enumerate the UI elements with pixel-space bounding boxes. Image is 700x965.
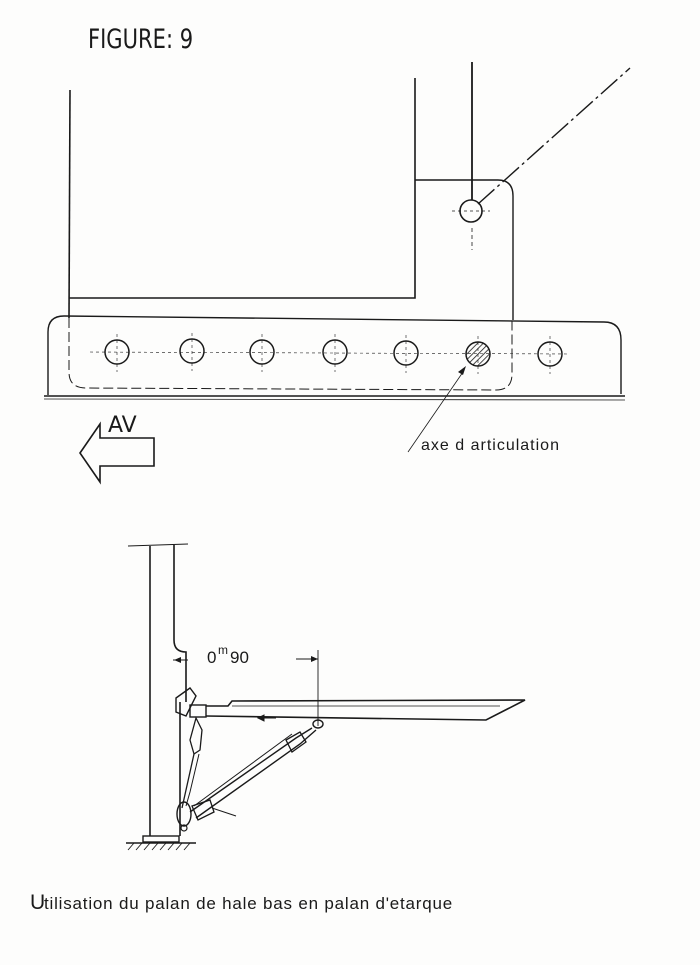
boom-swing-line <box>477 67 631 205</box>
pivot-label: axe d articulation <box>421 437 560 454</box>
rail-holes <box>104 338 563 367</box>
vang-line-3 <box>193 733 293 807</box>
mast-back <box>173 545 187 702</box>
gooseneck-jaw <box>189 704 207 718</box>
track-rail <box>47 315 622 395</box>
dim-right-arrowhead <box>311 656 318 662</box>
dimension-decimal: 90 <box>230 648 249 667</box>
boom <box>205 699 526 721</box>
caption-initial: U <box>30 891 45 914</box>
tackle-lower-block <box>176 801 192 827</box>
mast-step <box>142 835 180 843</box>
dimension-value: 0 <box>207 648 216 667</box>
caption-text: tilisation du palan de hale bas en palan… <box>44 894 453 913</box>
hull-left-edge <box>68 89 71 319</box>
pivot-leader <box>407 371 464 453</box>
side-view <box>126 543 526 851</box>
tackle-lower-shackle <box>180 824 188 832</box>
dim-left-arrowhead <box>174 657 181 663</box>
gooseneck <box>175 687 197 717</box>
forward-label: AV <box>108 413 137 438</box>
plate-hidden-outline <box>68 318 513 391</box>
vang-lower-block <box>191 799 215 821</box>
hole-centerlines <box>89 333 571 374</box>
vang-upper-block <box>285 731 307 753</box>
pivot-plate <box>415 179 514 320</box>
vang-line-1 <box>189 727 313 813</box>
boom-direction-arrow <box>256 714 276 722</box>
tackle-upper-block <box>189 716 203 756</box>
mast-top-cut <box>127 543 189 547</box>
hull-inner-edge <box>69 78 416 299</box>
deck-hatching <box>127 842 191 851</box>
pivot-leader-arrowhead <box>458 366 466 375</box>
top-view <box>43 62 631 485</box>
vang-tail <box>211 807 237 817</box>
vang-line-2 <box>195 729 317 819</box>
forward-arrow <box>79 421 155 485</box>
figure-title: FIGURE: 9 <box>88 23 193 54</box>
dimension-unit: m <box>218 643 228 657</box>
tackle-line-vertical-2 <box>185 753 200 807</box>
boom-vang-shackle <box>312 719 324 729</box>
track-base-line-2 <box>43 398 626 401</box>
